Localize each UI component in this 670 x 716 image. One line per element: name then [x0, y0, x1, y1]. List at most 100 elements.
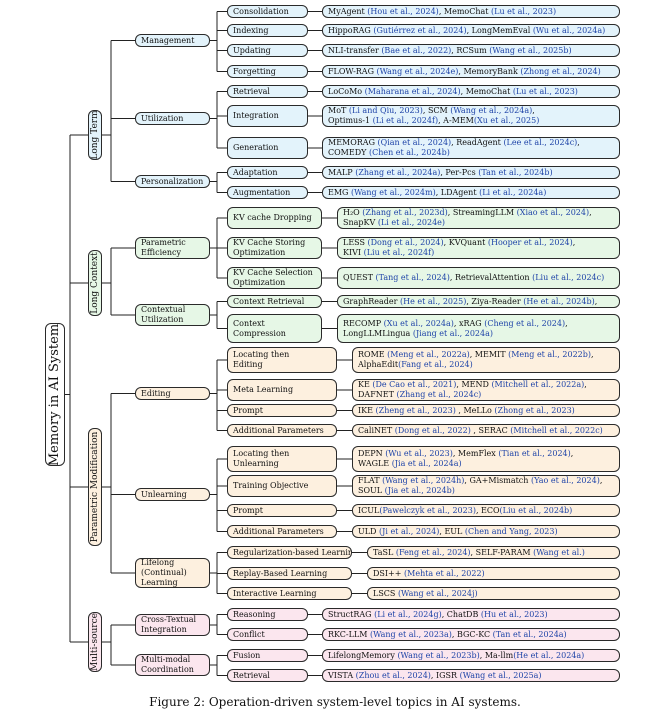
references-text: DSI++ (Mehta et al., 2022): [373, 568, 485, 578]
citation: (Qian et al., 2024): [377, 138, 452, 147]
references-text: MALP (Zhang et al., 2024a), Per-Pcs (Tan…: [328, 167, 553, 177]
citation: (Maharana et al., 2024): [364, 86, 461, 96]
citation: (Wang et al., 2024j): [397, 588, 478, 598]
leaf-node: Prompt: [227, 504, 337, 517]
leaf-label: Prompt: [233, 505, 263, 515]
citation: (Chen et al., 2024b): [368, 148, 450, 157]
leaf-node: Meta Learning: [227, 379, 337, 401]
references-box: RKC-LLM (Wang et al., 2023a), BGC-KC (Ta…: [322, 628, 620, 641]
references-box: NLI-transfer (Bae et al., 2022), RCSum (…: [322, 44, 620, 57]
references-text: MyAgent (Hou et al., 2024), MemoChat (Lu…: [328, 6, 557, 16]
references-text: KE (De Cao et al., 2021), MEND (Mitchell…: [358, 380, 587, 399]
leaf-label: Adaptation: [233, 167, 278, 177]
citation: (Ji et al., 2024): [379, 526, 440, 536]
references-box: EMG (Wang et al., 2024m), LDAgent (Li et…: [322, 186, 620, 199]
citation: (Li et al., 2024g): [374, 609, 442, 619]
leaf-node: Retrieval: [227, 669, 308, 682]
leaf-node: Forgetting: [227, 65, 308, 78]
leaf-node: Replay-Based Learning: [227, 567, 352, 580]
root-node: Memory in AI System: [45, 323, 65, 466]
citation: (Wang et al., 2023b): [397, 650, 480, 660]
leaf-node: Prompt: [227, 404, 337, 417]
citation: (Liu et al., 2024f): [363, 248, 435, 257]
leaf-node: Indexing: [227, 24, 308, 37]
citation: (Pawelczyk et al., 2023): [379, 505, 476, 515]
leaf-label: Updating: [233, 45, 271, 55]
citation: (Li et al., 2024a): [479, 187, 547, 197]
citation: (Dong et al., 2024): [367, 238, 444, 247]
citation: (Li et al., 2024f): [372, 116, 439, 125]
citation: (Tian et al., 2024): [498, 449, 571, 458]
citation: (Tang et al., 2024): [375, 273, 450, 282]
citation: (Chen and Yang, 2023): [464, 526, 558, 536]
leaf-node: Retrieval: [227, 85, 308, 98]
citation: (Zhang et al., 2023d): [362, 208, 448, 217]
citation: (Tan et al., 2024b): [478, 167, 553, 177]
references-text: RECOMP (Xu et al., 2024a), xRAG (Cheng e…: [343, 318, 568, 338]
citation: (Zhong et al., 2023): [494, 405, 575, 415]
citation: (Mehta et al., 2022): [404, 568, 485, 578]
references-box: KE (De Cao et al., 2021), MEND (Mitchell…: [352, 379, 620, 401]
root-label: Memory in AI System: [47, 323, 62, 466]
subcategory-label: Personalization: [141, 176, 204, 186]
leaf-label: Fusion: [233, 650, 261, 660]
citation: (Lu et al., 2023): [512, 86, 578, 96]
citation: (Mitchell et al., 2022c): [510, 425, 603, 435]
references-box: VISTA (Zhou et al., 2024), IGSR (Wang et…: [322, 669, 620, 682]
references-text: MEMORAG (Qian et al., 2024), ReadAgent (…: [328, 138, 580, 157]
citation: (Wu et al., 2024a): [532, 25, 606, 35]
citation: (Xu et al., 2024a): [383, 318, 454, 328]
category-multi-source: Multi-source: [88, 612, 102, 672]
citation: (Wang et al., 2024h): [382, 476, 465, 485]
references-box: LESS (Dong et al., 2024), KVQuant (Hoope…: [337, 237, 620, 259]
citation: (Xu et al., 2025): [473, 116, 540, 125]
citation: (Cheng et al., 2024): [484, 318, 566, 328]
subcategory-label: Lifelong(Continual)Learning: [141, 558, 187, 587]
citation: (Lee et al., 2024c): [503, 138, 578, 147]
references-box: MyAgent (Hou et al., 2024), MemoChat (Lu…: [322, 5, 620, 18]
citation: (Li et al., 2024e): [377, 218, 446, 227]
subcategory-node: Personalization: [135, 175, 210, 188]
references-text: CaliNET (Dong et al., 2022) , SERAC (Mit…: [358, 425, 603, 435]
references-text: IKE (Zheng et al., 2023) , MeLLo (Zhong …: [358, 405, 575, 415]
references-box: MoT (Li and Qiu, 2023), SCM (Wang et al.…: [322, 105, 620, 127]
references-box: IKE (Zheng et al., 2023) , MeLLo (Zhong …: [352, 404, 620, 417]
references-text: FLAT (Wang et al., 2024h), GA+Mismatch (…: [358, 476, 603, 495]
citation: (Dong et al., 2022): [394, 425, 471, 435]
references-text: EMG (Wang et al., 2024m), LDAgent (Li et…: [328, 187, 547, 197]
references-text: NLI-transfer (Bae et al., 2022), RCSum (…: [328, 45, 572, 55]
references-box: DEPN (Wu et al., 2023), MemFlex (Tian et…: [352, 446, 620, 472]
subcategory-node: Management: [135, 34, 210, 47]
leaf-label: Regularization-based Learning: [233, 547, 352, 557]
leaf-node: Interactive Learning: [227, 587, 352, 600]
subcategory-label: Editing: [141, 388, 171, 398]
references-text: ULD (Ji et al., 2024), EUL (Chen and Yan…: [358, 526, 558, 536]
citation: (Fang et al., 2024): [398, 360, 473, 369]
references-box: DSI++ (Mehta et al., 2022): [367, 567, 620, 580]
references-box: GraphReader (He et al., 2025), Ziya-Read…: [337, 295, 620, 308]
category-long-term: Long Term: [88, 110, 102, 160]
leaf-label: Prompt: [233, 405, 263, 415]
citation: (Wang et al., 2023a): [369, 629, 452, 639]
citation: (Jia et al., 2024a): [391, 459, 462, 468]
citation: (Wang et al., 2025a): [459, 670, 542, 680]
subcategory-label: Management: [141, 35, 195, 45]
leaf-label: KV cache Dropping: [233, 213, 312, 222]
leaf-label: Meta Learning: [233, 385, 294, 394]
category-parametric-modification: Parametric Modification: [88, 428, 102, 546]
leaf-label: Indexing: [233, 25, 269, 35]
references-text: ICUL(Pawelczyk et al., 2023), ECO(Liu et…: [358, 505, 573, 515]
leaf-label: Consolidation: [233, 6, 289, 16]
leaf-node: Updating: [227, 44, 308, 57]
category-label: Multi-source: [90, 613, 100, 671]
references-text: LSCS (Wang et al., 2024j): [373, 588, 478, 598]
